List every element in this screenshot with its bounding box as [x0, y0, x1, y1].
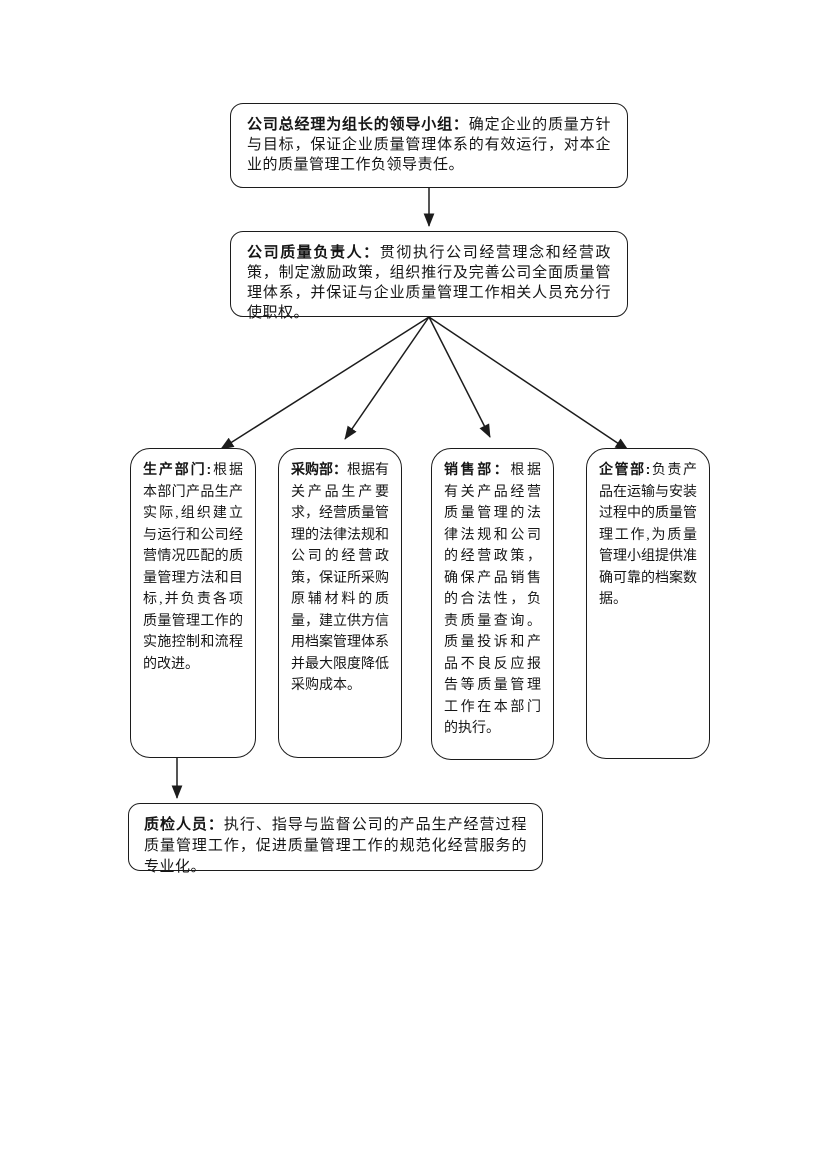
node-enterprise-mgmt-dept: 企管部:负责产品在运输与安装过程中的质量管理工作,为质量管理小组提供准确可靠的档… [586, 448, 710, 759]
arrow-quality-to-enterprise [428, 316, 629, 451]
arrow-quality-to-purchasing [344, 316, 430, 440]
node-text: 生产部门:根据本部门产品生产实际,组织建立与运行和公司经营情况匹配的质量管理方法… [143, 459, 243, 675]
node-leadership-group: 公司总经理为组长的领导小组：确定企业的质量方针与目标，保证企业质量管理体系的有效… [230, 103, 628, 188]
node-sales-dept-title: 销售部： [444, 461, 511, 477]
node-text: 公司总经理为组长的领导小组：确定企业的质量方针与目标，保证企业质量管理体系的有效… [247, 115, 611, 175]
node-leadership-title: 公司总经理为组长的领导小组： [247, 116, 469, 133]
node-production-dept: 生产部门:根据本部门产品生产实际,组织建立与运行和公司经营情况匹配的质量管理方法… [130, 448, 256, 758]
arrow-quality-to-production [220, 316, 430, 450]
node-production-dept-body: 根据本部门产品生产实际,组织建立与运行和公司经营情况匹配的质量管理方法和目标,并… [143, 463, 243, 672]
node-leadership-body: 确定企业的质量方针与目标，保证企业质量管理体系的有效运行，对本企业的质量管理工作… [247, 117, 611, 173]
node-enterprise-mgmt-dept-body: 负责产品在运输与安装过程中的质量管理工作,为质量管理小组提供准确可靠的档案数据。 [599, 463, 697, 607]
node-purchasing-dept-body: 根据有关产品生产要求，经营质量管理的法律法规和公司的经营政策，保证所采购原辅材料… [291, 463, 389, 693]
arrow-quality-to-sales [428, 316, 491, 438]
node-text: 企管部:负责产品在运输与安装过程中的质量管理工作,为质量管理小组提供准确可靠的档… [599, 459, 697, 611]
node-text: 采购部：根据有关产品生产要求，经营质量管理的法律法规和公司的经营政策，保证所采购… [291, 459, 389, 697]
node-purchasing-dept: 采购部：根据有关产品生产要求，经营质量管理的法律法规和公司的经营政策，保证所采购… [278, 448, 402, 758]
node-sales-dept: 销售部：根据有关产品经营质量管理的法律法规和公司的经营政策，确保产品销售的合法性… [431, 448, 554, 760]
node-quality-director-title: 公司质量负责人： [247, 244, 380, 261]
node-purchasing-dept-title: 采购部： [291, 461, 347, 477]
node-production-dept-title: 生产部门: [143, 461, 212, 477]
node-enterprise-mgmt-dept-title: 企管部: [599, 461, 651, 477]
node-sales-dept-body: 根据有关产品经营质量管理的法律法规和公司的经营政策，确保产品销售的合法性，负责质… [444, 463, 542, 736]
node-text: 质检人员：执行、指导与监督公司的产品生产经营过程质量管理工作，促进质量管理工作的… [144, 814, 527, 878]
node-text: 销售部：根据有关产品经营质量管理的法律法规和公司的经营政策，确保产品销售的合法性… [444, 459, 541, 740]
node-quality-inspectors-body: 执行、指导与监督公司的产品生产经营过程质量管理工作，促进质量管理工作的规范化经营… [144, 817, 527, 875]
node-quality-director: 公司质量负责人：贯彻执行公司经营理念和经营政策，制定激励政策，组织推行及完善公司… [230, 231, 628, 321]
node-quality-inspectors-title: 质检人员： [144, 816, 224, 833]
node-text: 公司质量负责人：贯彻执行公司经营理念和经营政策，制定激励政策，组织推行及完善公司… [247, 243, 611, 323]
node-quality-director-body: 贯彻执行公司经营理念和经营政策，制定激励政策，组织推行及完善公司全面质量管理体系… [247, 245, 611, 321]
node-quality-inspectors: 质检人员：执行、指导与监督公司的产品生产经营过程质量管理工作，促进质量管理工作的… [128, 803, 543, 875]
